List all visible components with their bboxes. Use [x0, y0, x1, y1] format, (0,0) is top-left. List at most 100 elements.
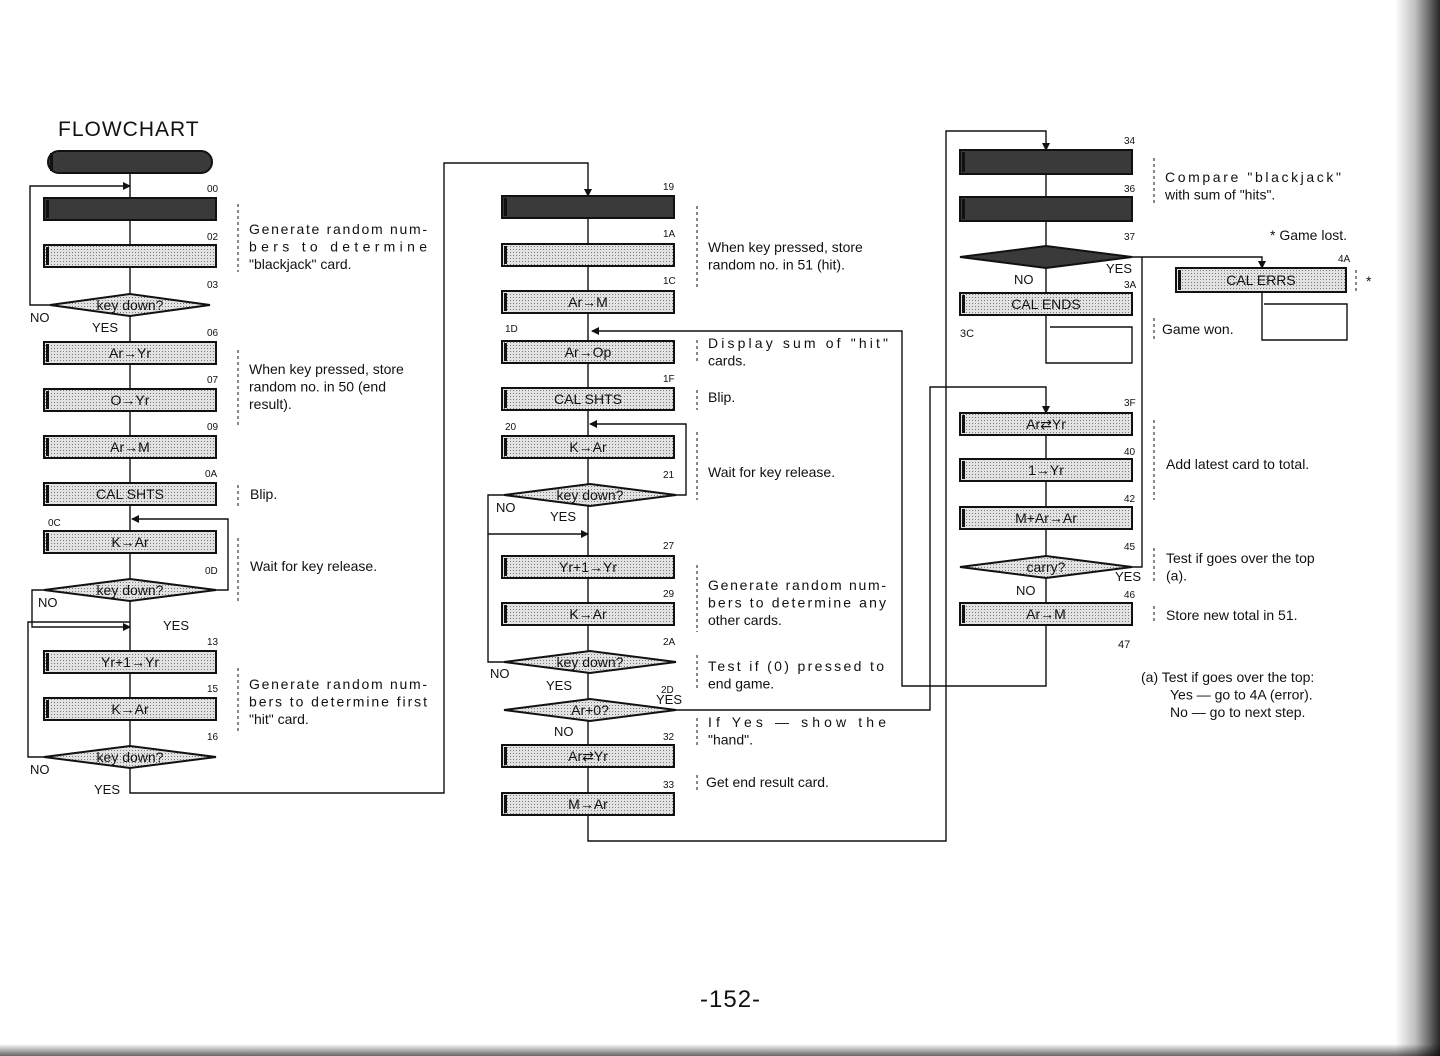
scan-bottom-shadow — [0, 1044, 1440, 1056]
step-number: 3A — [1124, 280, 1137, 291]
annotation-n5: Generate random num-bers to determine fi… — [237, 668, 427, 734]
note-line: "hit" card. — [249, 711, 309, 727]
box-label: Yr+1→Yr — [559, 559, 617, 575]
step-number: 0A — [205, 469, 218, 480]
box-edge-bar — [962, 415, 965, 433]
decision-label: key down? — [97, 749, 164, 765]
scan-edge-shadow — [1395, 0, 1440, 1056]
process-box-b36: 36 — [959, 184, 1136, 222]
step-number-3C: 3C — [960, 328, 974, 340]
box-shape — [501, 555, 675, 579]
box-label: K→Ar — [569, 439, 607, 455]
box-label: CAL ENDS — [1011, 296, 1081, 312]
box-shape — [43, 650, 217, 674]
process-box-b1A: 1A — [501, 229, 676, 267]
step-number: 4A — [1338, 254, 1351, 265]
step-number: 00 — [207, 184, 219, 195]
annotation-n19: Store new total in 51. — [1153, 606, 1298, 623]
branch-label-yes: YES — [1115, 569, 1141, 584]
box-shape — [43, 341, 217, 365]
connector-line-13 — [31, 589, 131, 631]
box-edge-bar — [504, 438, 507, 456]
branch-label-no: NO — [30, 310, 50, 325]
diamond-shape — [503, 482, 677, 508]
box-shape — [1175, 267, 1347, 293]
annotation-n7: Display sum of "hit" cards. — [696, 335, 888, 369]
box-edge-bar — [962, 152, 965, 172]
branch-label-no: NO — [496, 500, 516, 515]
note-line: When key pressed, store — [249, 361, 404, 377]
note-line: bers to determine any — [708, 595, 886, 611]
note-line: When key pressed, store — [708, 239, 863, 255]
decision-d2D: Ar+0?2D — [503, 685, 677, 723]
diamond-shape — [49, 292, 211, 318]
step-number: 42 — [1124, 494, 1136, 505]
decision-d2A: key down?2A — [503, 637, 677, 675]
box-edge-bar — [46, 533, 49, 551]
note-line: * Game lost. — [1270, 227, 1347, 243]
note-line: * — [1366, 273, 1372, 289]
connector-line-26 — [487, 494, 589, 538]
connector-line-33 — [587, 130, 1050, 842]
diamond-shape — [43, 744, 217, 770]
process-box-b1C: Ar→M1C — [501, 276, 676, 314]
box-label: Ar→M — [110, 439, 150, 455]
annotation-n1: Generate random num-bers to determine"bl… — [237, 204, 427, 272]
annotation-n3: Blip. — [237, 485, 277, 506]
annotation-n18: Test if goes over the top (a). — [1153, 548, 1315, 584]
branch-label-no: NO — [490, 666, 510, 681]
step-number: 0D — [205, 566, 218, 577]
box-shape — [501, 243, 675, 267]
box-edge-bar — [504, 198, 507, 216]
note-line: Blip. — [708, 389, 735, 405]
step-number: 03 — [207, 280, 219, 291]
process-box-b09: Ar→M 09 — [43, 422, 219, 459]
note-line: Test if (0) pressed to — [708, 658, 884, 674]
process-box-b0A: CAL SHTS 0A — [43, 469, 218, 506]
box-shape — [501, 195, 675, 219]
branch-label-yes: YES — [1106, 261, 1132, 276]
step-number: 37 — [1124, 232, 1136, 243]
page-title: FLOWCHART — [58, 118, 200, 141]
note-line: bers to determine first — [249, 694, 427, 710]
box-shape — [43, 244, 217, 268]
annotation-n8: Blip. — [696, 389, 735, 410]
connector-line-11 — [131, 515, 229, 591]
annotation-n14: Compare "blackjack"with sum of "hits". — [1153, 158, 1341, 206]
box-shape — [43, 697, 217, 721]
note-line: Test if goes over the top — [1166, 550, 1315, 566]
connector-line-16 — [27, 621, 130, 758]
box-shape — [959, 458, 1133, 482]
box-shape — [501, 387, 675, 411]
connector-line-38 — [1045, 315, 1133, 364]
step-number: 34 — [1124, 136, 1136, 147]
note-line: bers to determine — [249, 239, 427, 255]
box-label: CAL SHTS — [96, 486, 164, 502]
decision-label: carry? — [1027, 559, 1066, 575]
note-line: Generate random num- — [708, 577, 886, 593]
decision-d0D: key down?0D — [43, 566, 218, 603]
step-number: 09 — [207, 422, 219, 433]
note-line: (a). — [1166, 568, 1187, 584]
note-line: Yes — go to 4A (error). — [1170, 687, 1313, 703]
note-line: cards. — [708, 353, 746, 369]
box-label: M→Ar — [568, 796, 608, 812]
note-line: Display sum of "hit" — [708, 335, 888, 351]
decision-label: key down? — [557, 487, 624, 503]
step-number: 2D — [661, 685, 674, 696]
box-edge-bar — [46, 700, 49, 718]
box-edge-bar — [504, 605, 507, 623]
box-label: 1→Yr — [1028, 462, 1064, 478]
note-line: with sum of "hits". — [1164, 187, 1275, 203]
box-shape — [43, 388, 217, 412]
